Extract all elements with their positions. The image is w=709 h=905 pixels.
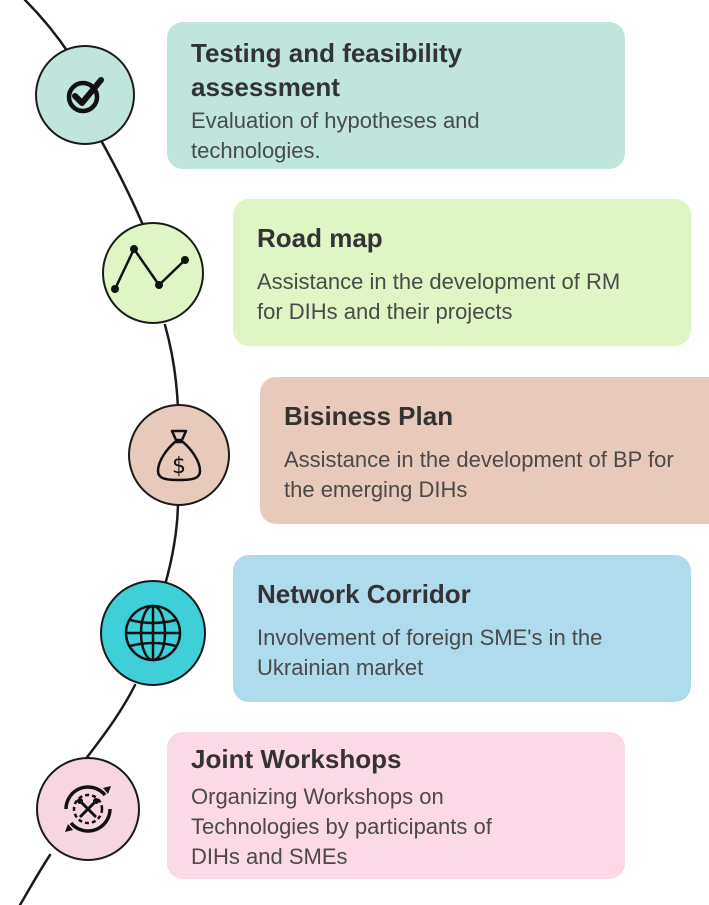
step-card-network-corridor: Network Corridor Involvement of foreign … [233, 555, 691, 702]
tools-gear-icon [55, 776, 121, 842]
money-bag-icon: $ [154, 427, 204, 483]
svg-text:$: $ [172, 454, 186, 479]
step-node-business-plan: $ [128, 404, 230, 506]
step-node-testing [35, 45, 135, 145]
step-card-testing: Testing and feasibility assessment Evalu… [167, 22, 625, 169]
step-description: Organizing Workshops on Technologies by … [191, 784, 492, 869]
step-title: Joint Workshops [191, 744, 402, 774]
step-title: Road map [257, 223, 383, 253]
globe-icon [121, 601, 185, 665]
step-title: Network Corridor [257, 579, 471, 609]
step-card-joint-workshops: Joint Workshops Organizing Workshops on … [167, 732, 625, 879]
step-description: Assistance in the development of RM for … [257, 269, 621, 324]
step-description: Evaluation of hypotheses and technologie… [191, 108, 480, 163]
step-description: Assistance in the development of BP for … [284, 447, 674, 502]
step-card-road-map: Road map Assistance in the development o… [233, 199, 691, 346]
step-title: Bisiness Plan [284, 401, 454, 431]
step-card-business-plan: Bisiness Plan Assistance in the developm… [260, 377, 709, 524]
step-title: Testing and feasibility assessment [191, 38, 463, 102]
checkmark-icon [61, 71, 109, 119]
step-node-joint-workshops [36, 757, 140, 861]
line-graph-icon [111, 243, 195, 303]
step-node-network-corridor [100, 580, 206, 686]
step-description: Involvement of foreign SME's in the Ukra… [257, 625, 603, 680]
step-node-road-map [102, 222, 204, 324]
